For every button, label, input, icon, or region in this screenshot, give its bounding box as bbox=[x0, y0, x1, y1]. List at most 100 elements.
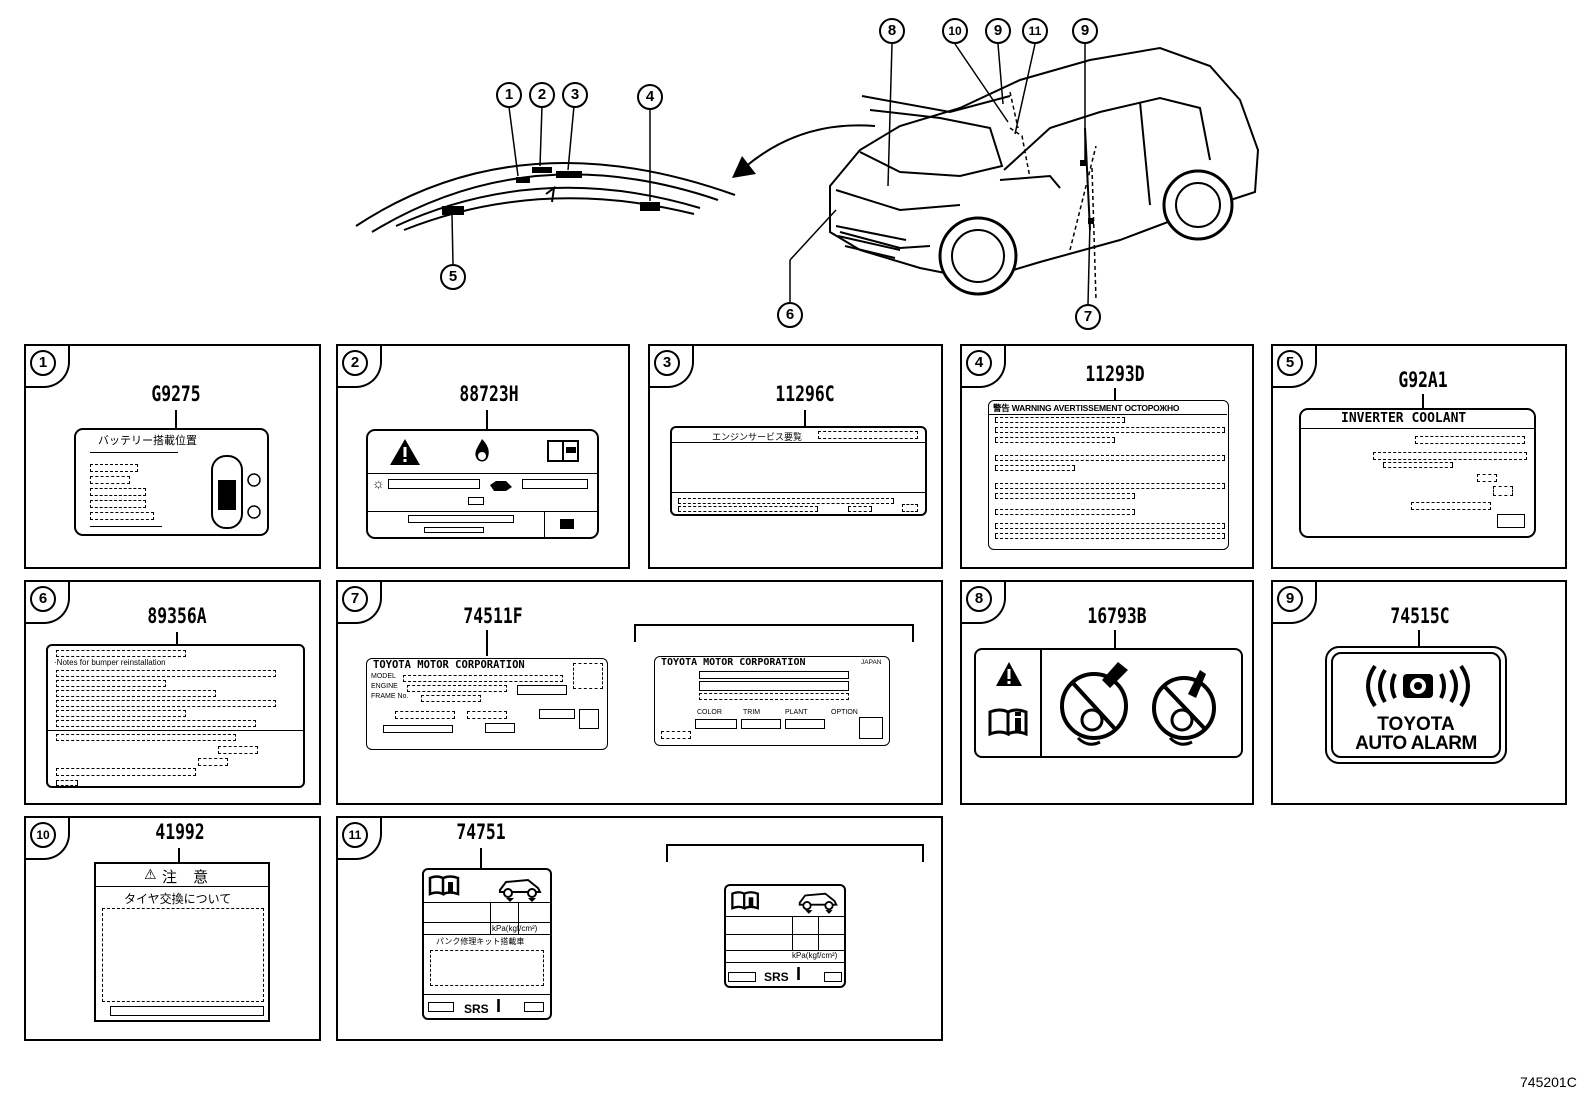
plate-frame: FRAME No. bbox=[371, 693, 409, 700]
alarm-signal-icon bbox=[1366, 664, 1470, 708]
panel-4: 4 11293D 警告 WARNING AVERTISSEMENT ОСТОРО… bbox=[960, 344, 1254, 569]
label-88723h: ☼ bbox=[366, 429, 599, 539]
part-number: 11296C bbox=[775, 382, 835, 406]
tire-label-a: kPa(kgf/cm²) パンク修理キット搭載車 SRS I bbox=[422, 868, 552, 1020]
caution-triangle-icon: ⚠ bbox=[144, 866, 157, 882]
panel-number: 8 bbox=[966, 586, 992, 612]
panel-number: 10 bbox=[30, 822, 56, 848]
plate-plant: PLANT bbox=[785, 709, 808, 716]
panel-number: 5 bbox=[1277, 350, 1303, 376]
jp-heading: パンク修理キット搭載車 bbox=[436, 937, 525, 946]
part-number: 74751 bbox=[456, 820, 506, 844]
part-number: 16793B bbox=[1087, 604, 1147, 628]
part-number: 89356A bbox=[147, 604, 207, 628]
manual-book-icon bbox=[547, 440, 579, 462]
callout-8: 8 bbox=[879, 18, 905, 44]
callout-9b: 9 bbox=[1072, 18, 1098, 44]
panel-11: 11 74751 kPa(kgf/cm²) パンク修理キット搭載車 SRS I … bbox=[336, 816, 943, 1041]
panel-3: 3 11296C エンジンサービス要覧 bbox=[648, 344, 943, 569]
label-74515c: TOYOTA AUTO ALARM bbox=[1325, 646, 1507, 764]
panel-number: 2 bbox=[342, 350, 368, 376]
sun-icon: ☼ bbox=[372, 475, 385, 491]
plate-option: OPTION bbox=[831, 709, 858, 716]
srs-text-2: SRS bbox=[764, 970, 789, 984]
figure-code: 745201C bbox=[1520, 1074, 1577, 1090]
battery-location-car-icon bbox=[211, 455, 261, 529]
panel-9: 9 74515C TOYOTA AUTO ALARM bbox=[1271, 580, 1567, 805]
panel-number: 3 bbox=[654, 350, 680, 376]
vin-plate-b: TOYOTA MOTOR CORPORATION JAPAN COLOR TRI… bbox=[654, 656, 890, 746]
plate-corp: TOYOTA MOTOR CORPORATION bbox=[373, 659, 525, 671]
srs-bar-icon: I bbox=[496, 996, 502, 1016]
manual-info-icon bbox=[428, 875, 460, 896]
label-warning: 警告 WARNING AVERTISSEMENT ОСТОРОЖНО bbox=[993, 403, 1180, 413]
plate-color: COLOR bbox=[697, 709, 722, 716]
label-11293d: 警告 WARNING AVERTISSEMENT ОСТОРОЖНО bbox=[988, 400, 1229, 550]
part-number: 74511F bbox=[463, 604, 523, 628]
panel-number: 9 bbox=[1277, 586, 1303, 612]
label-title: バッテリー搭載位置 bbox=[98, 435, 197, 447]
callout-10: 10 bbox=[942, 18, 968, 44]
label-title: INVERTER COOLANT bbox=[1341, 411, 1467, 426]
warning-triangle-icon bbox=[996, 662, 1022, 686]
srs-bar-icon-2: I bbox=[796, 964, 802, 984]
label-g92a1: INVERTER COOLANT bbox=[1299, 408, 1536, 538]
callout-9a: 9 bbox=[985, 18, 1011, 44]
label-g9275: バッテリー搭載位置 bbox=[74, 428, 269, 536]
pressure-unit-2: kPa(kgf/cm²) bbox=[792, 951, 838, 960]
car-side-icon-2 bbox=[798, 892, 838, 914]
callout-1: 1 bbox=[496, 82, 522, 108]
label-11296c: エンジンサービス要覧 bbox=[670, 426, 927, 516]
car-side-icon bbox=[499, 878, 542, 902]
callout-4: 4 bbox=[637, 84, 663, 110]
panel-10: 10 41992 ⚠ 注 意 タイヤ交換について bbox=[24, 816, 321, 1041]
panel-2: 2 88723H ☼ bbox=[336, 344, 630, 569]
callout-7: 7 bbox=[1075, 304, 1101, 330]
label-line2: ·Notes for bumper reinstallation bbox=[54, 658, 166, 667]
callout-2: 2 bbox=[529, 82, 555, 108]
warning-triangle-icon bbox=[390, 439, 420, 465]
label-title: エンジンサービス要覧 bbox=[712, 432, 803, 442]
tire-label-b: kPa(kgf/cm²) SRS I bbox=[724, 884, 846, 988]
panel-1: 1 G9275 バッテリー搭載位置 bbox=[24, 344, 321, 569]
part-number: 41992 bbox=[155, 820, 205, 844]
panel-number: 6 bbox=[30, 586, 56, 612]
flame-icon bbox=[475, 439, 489, 462]
callout-3: 3 bbox=[562, 82, 588, 108]
panel-7: 7 74511F TOYOTA MOTOR CORPORATION MODEL … bbox=[336, 580, 943, 805]
panel-number: 1 bbox=[30, 350, 56, 376]
label-16793b bbox=[974, 648, 1243, 758]
part-number: 74515C bbox=[1390, 604, 1450, 628]
pressure-unit: kPa(kgf/cm²) bbox=[492, 924, 538, 933]
part-number: G92A1 bbox=[1398, 368, 1448, 392]
part-number: 11293D bbox=[1085, 362, 1145, 386]
plate-corp-2: TOYOTA MOTOR CORPORATION bbox=[661, 657, 806, 668]
alarm-line1: TOYOTA bbox=[1377, 714, 1455, 735]
no-touch-fan-icon bbox=[1060, 662, 1128, 746]
label-subtitle: タイヤ交換について bbox=[124, 892, 232, 906]
plate-japan: JAPAN bbox=[861, 659, 882, 666]
plate-model: MODEL bbox=[371, 673, 396, 680]
srs-text: SRS bbox=[464, 1002, 489, 1016]
hood-and-vehicle-illustration bbox=[355, 43, 1260, 305]
callout-5: 5 bbox=[440, 264, 466, 290]
no-touch-fan-icon-2 bbox=[1152, 670, 1216, 746]
panel-number: 11 bbox=[342, 822, 368, 848]
manual-info-icon bbox=[988, 708, 1028, 736]
label-89356a: ·Notes for bumper reinstallation bbox=[46, 644, 305, 788]
panel-5: 5 G92A1 INVERTER COOLANT bbox=[1271, 344, 1567, 569]
callout-11: 11 bbox=[1022, 18, 1048, 44]
plate-engine: ENGINE bbox=[371, 683, 398, 690]
part-number: 88723H bbox=[459, 382, 519, 406]
vin-plate-a: TOYOTA MOTOR CORPORATION MODEL ENGINE FR… bbox=[366, 658, 608, 750]
alarm-line2: AUTO ALARM bbox=[1355, 733, 1477, 754]
part-number: G9275 bbox=[151, 382, 201, 406]
panel-number: 4 bbox=[966, 350, 992, 376]
oil-can-icon bbox=[490, 481, 512, 491]
caution-text: 注 意 bbox=[162, 869, 215, 886]
callout-6: 6 bbox=[777, 302, 803, 328]
plate-trim: TRIM bbox=[743, 709, 761, 716]
panel-number: 7 bbox=[342, 586, 368, 612]
panel-6: 6 89356A ·Notes for bumper reinstallatio… bbox=[24, 580, 321, 805]
manual-info-icon-2 bbox=[731, 891, 759, 910]
